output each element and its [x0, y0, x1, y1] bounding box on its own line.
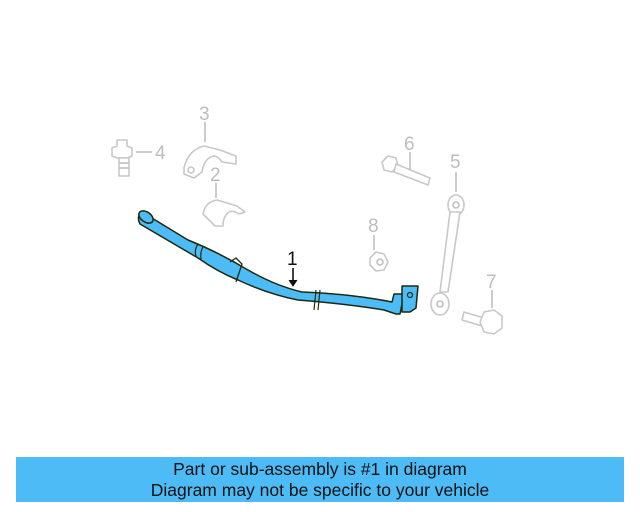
- callout-6[interactable]: 6: [404, 134, 415, 155]
- disclaimer-banner: Part or sub-assembly is #1 in diagram Di…: [16, 457, 624, 502]
- part-8-nut[interactable]: [369, 235, 389, 272]
- callout-4[interactable]: 4: [155, 143, 166, 164]
- callout-3[interactable]: 3: [199, 104, 210, 125]
- part-3-bracket[interactable]: [183, 122, 237, 179]
- banner-line-1: Part or sub-assembly is #1 in diagram: [173, 459, 467, 479]
- part-4-bolt[interactable]: [111, 139, 152, 177]
- callout-5[interactable]: 5: [450, 152, 461, 173]
- callout-2[interactable]: 2: [210, 165, 221, 186]
- callout-7[interactable]: 7: [486, 272, 497, 293]
- part-7-bolt[interactable]: [461, 290, 503, 335]
- part-6-bolt[interactable]: [381, 152, 431, 186]
- banner-line-2: Diagram may not be specific to your vehi…: [150, 480, 490, 500]
- part-2-bushing[interactable]: [202, 183, 246, 227]
- part-5-stabilizer-link[interactable]: [430, 172, 465, 316]
- parts-diagram: 1 2 3 4 5 6 7 8: [111, 104, 503, 335]
- callout-8[interactable]: 8: [368, 216, 379, 237]
- part-1-stabilizer-bar[interactable]: [137, 208, 419, 315]
- callout-1[interactable]: 1: [287, 249, 298, 270]
